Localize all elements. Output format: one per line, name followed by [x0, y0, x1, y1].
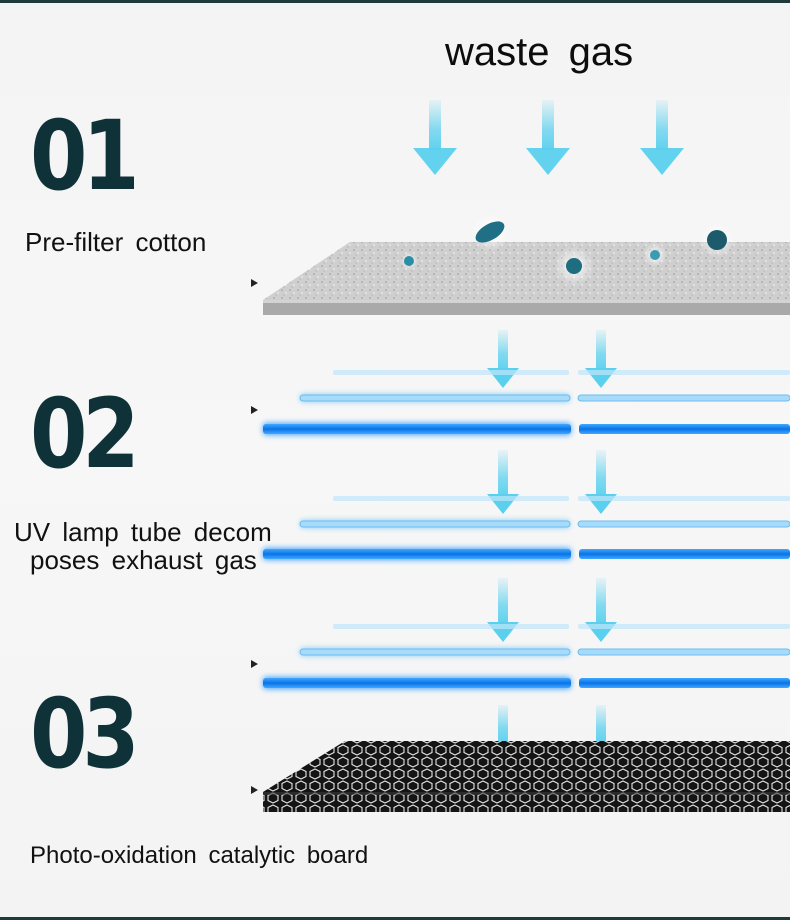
flow-arrow-icon [585, 578, 617, 642]
label-catalytic-board: Photo-oxidation catalytic board [30, 842, 369, 869]
bacteria-icon [475, 221, 505, 243]
label-pre-filter-cotton: Pre-filter cotton [25, 227, 207, 257]
flow-arrow-icon [487, 330, 519, 388]
germ-icon [650, 250, 660, 260]
bottom-border [0, 917, 790, 920]
uv-lamp-group-3 [263, 624, 790, 689]
pointer-uv-1-icon [251, 406, 258, 414]
gas-arrow-icon [640, 100, 684, 175]
label-uv-lamp-line2: poses exhaust gas [30, 545, 257, 575]
pointer-filter-icon [251, 279, 258, 287]
germ-icon [404, 256, 414, 266]
label-uv-lamp-line1: UV lamp tube decom [14, 517, 272, 547]
top-border [0, 0, 790, 3]
step-number-01: 01 [30, 100, 140, 212]
gas-arrow-icon [413, 100, 457, 175]
flow-arrow-icon [487, 578, 519, 642]
catalytic-board [263, 741, 790, 812]
step-number-02: 02 [30, 378, 140, 490]
flow-arrow-icon [585, 450, 617, 514]
uv-lamp-group-2 [263, 496, 790, 560]
uv-lamp-tubes [263, 370, 790, 689]
pointer-board-icon [251, 786, 258, 794]
flow-arrow-icon [585, 330, 617, 388]
step-number-03: 03 [30, 678, 140, 790]
waste-gas-title: waste gas [445, 30, 634, 74]
virus-icon [707, 230, 727, 250]
gas-arrow-icon [526, 100, 570, 175]
germ-icon [566, 258, 582, 274]
uv-lamp-group-1 [263, 370, 790, 435]
dust-particles [400, 212, 735, 286]
flow-arrow-icon [487, 450, 519, 514]
incoming-gas-arrows [413, 100, 684, 175]
pointer-uv-3-icon [251, 660, 258, 668]
